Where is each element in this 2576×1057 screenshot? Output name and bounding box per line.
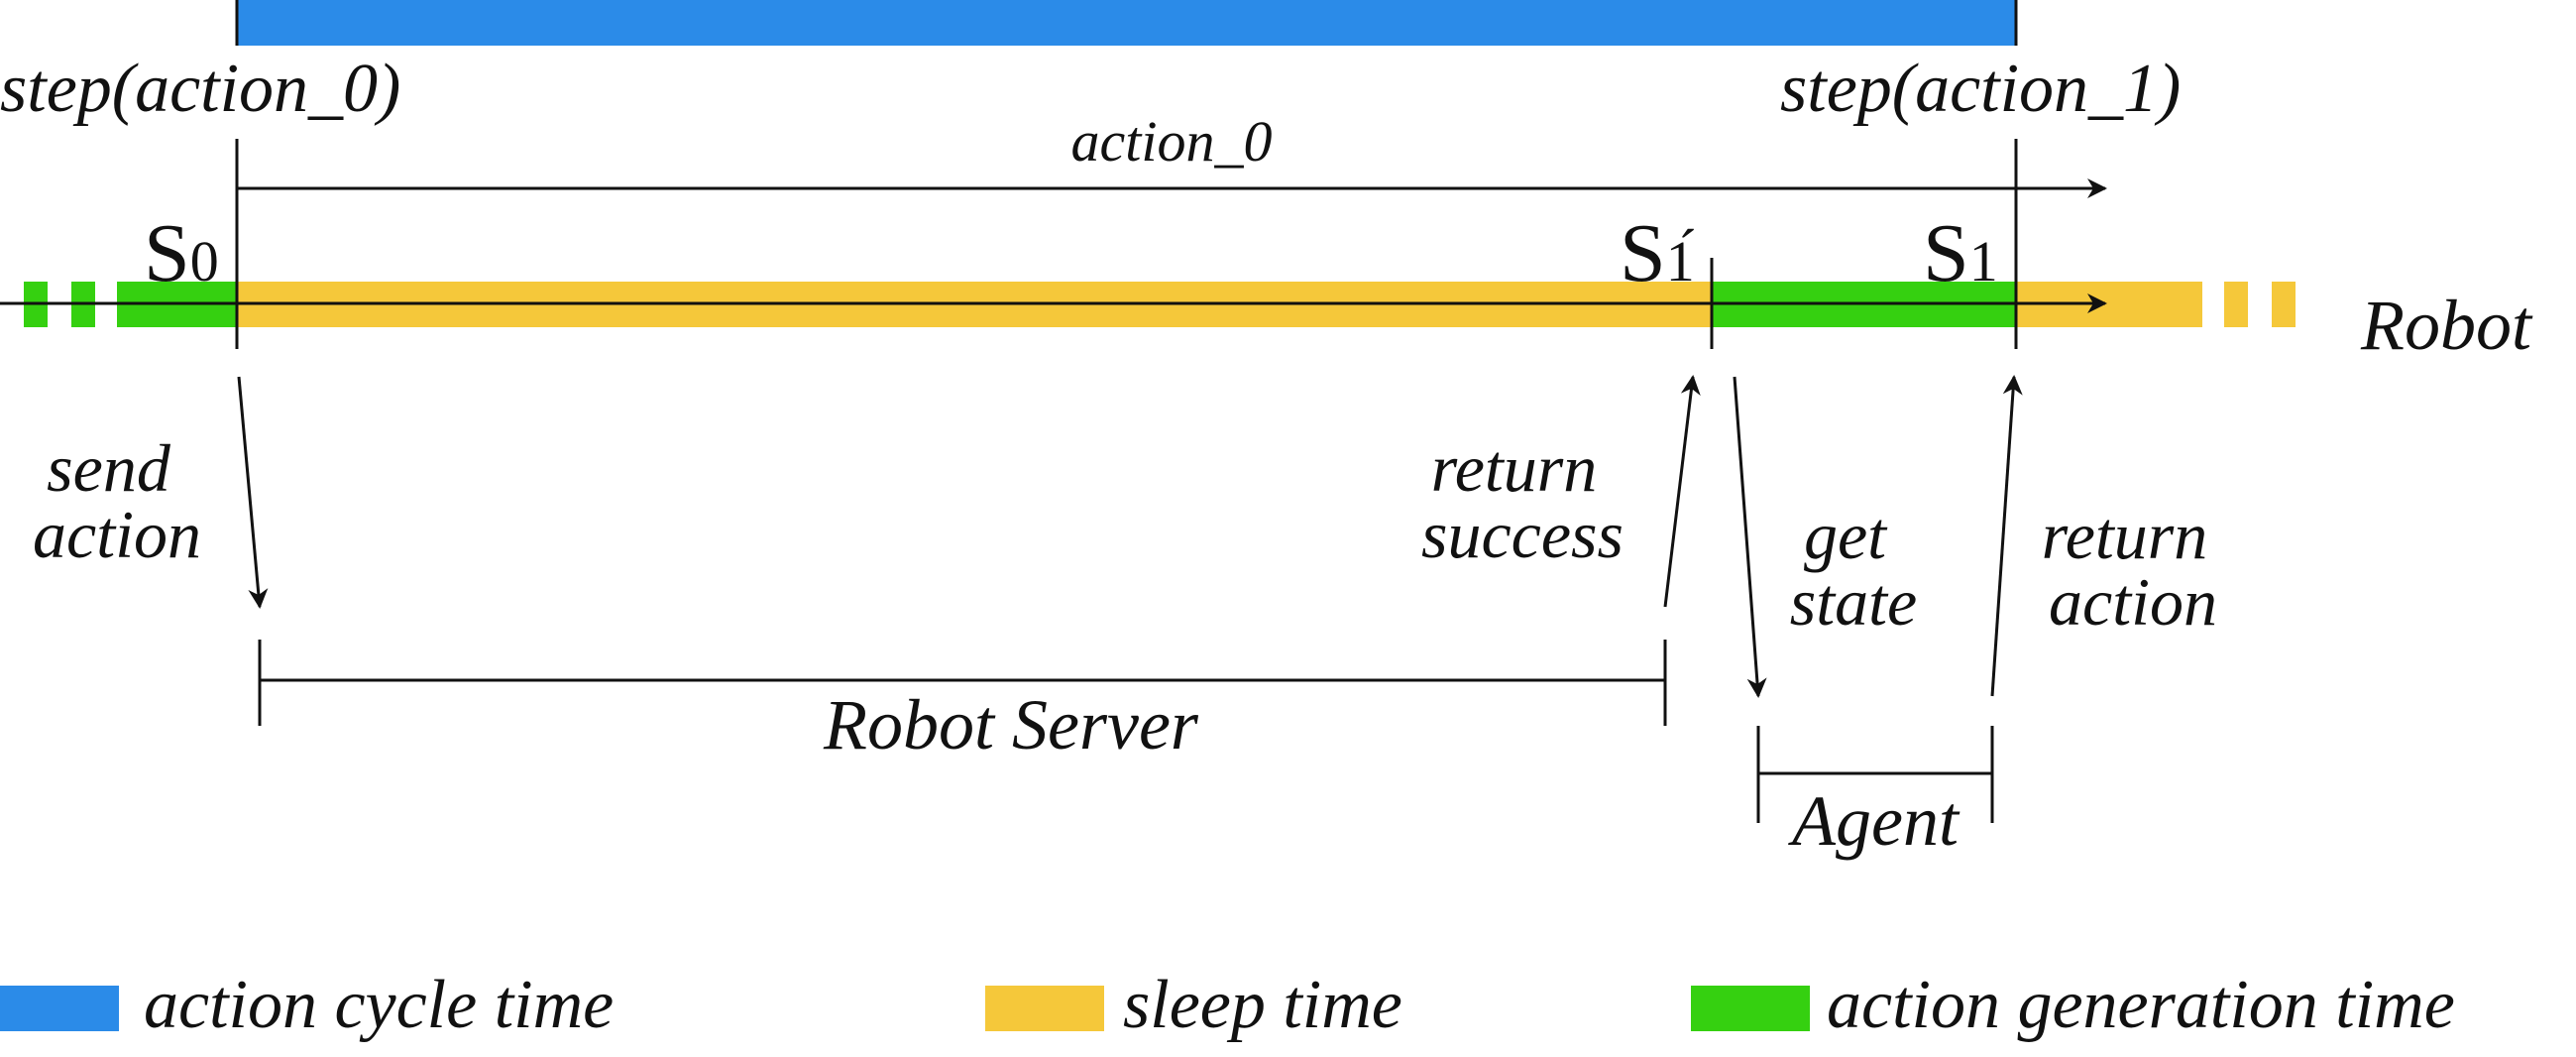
get-state-label: get state [1790, 498, 1917, 640]
state-s1: S1 [1923, 207, 1998, 299]
legend-label-sleep: sleep time [1123, 967, 1402, 1043]
legend-swatch-action-cycle [0, 986, 119, 1031]
return-action-label: return action [2042, 498, 2224, 640]
step-action-0-label: step(action_0) [0, 51, 400, 127]
robot-label: Robot [2360, 286, 2533, 365]
get-state-arrow [1733, 376, 1767, 698]
robot-server-bracket [258, 640, 1667, 726]
step-action-1-label: step(action_1) [1780, 51, 2181, 127]
state-s1-prime: S1́ [1620, 207, 1695, 299]
send-action-label: send action [33, 430, 201, 572]
agent-label: Agent [1788, 781, 1960, 861]
sleep-dash-2 [2272, 282, 2296, 327]
agent-bracket [1756, 726, 1994, 823]
sleep-dash-1 [2224, 282, 2248, 327]
return-success-arrow [1663, 375, 1701, 608]
return-success-label: return success [1421, 430, 1624, 572]
legend-swatch-action-generation [1691, 986, 1810, 1031]
legend: action cycle time sleep time action gene… [0, 967, 2455, 1043]
legend-label-action-cycle: action cycle time [144, 967, 614, 1043]
action-0-label: action_0 [1071, 109, 1273, 174]
return-action-arrow [1990, 375, 2023, 697]
legend-label-action-generation: action generation time [1827, 967, 2455, 1043]
robot-server-label: Robot Server [823, 685, 1199, 764]
action-cycle-bar [236, 0, 2017, 46]
send-action-arrow [237, 376, 269, 609]
state-s0: S0 [144, 207, 219, 299]
legend-swatch-sleep [985, 986, 1104, 1031]
